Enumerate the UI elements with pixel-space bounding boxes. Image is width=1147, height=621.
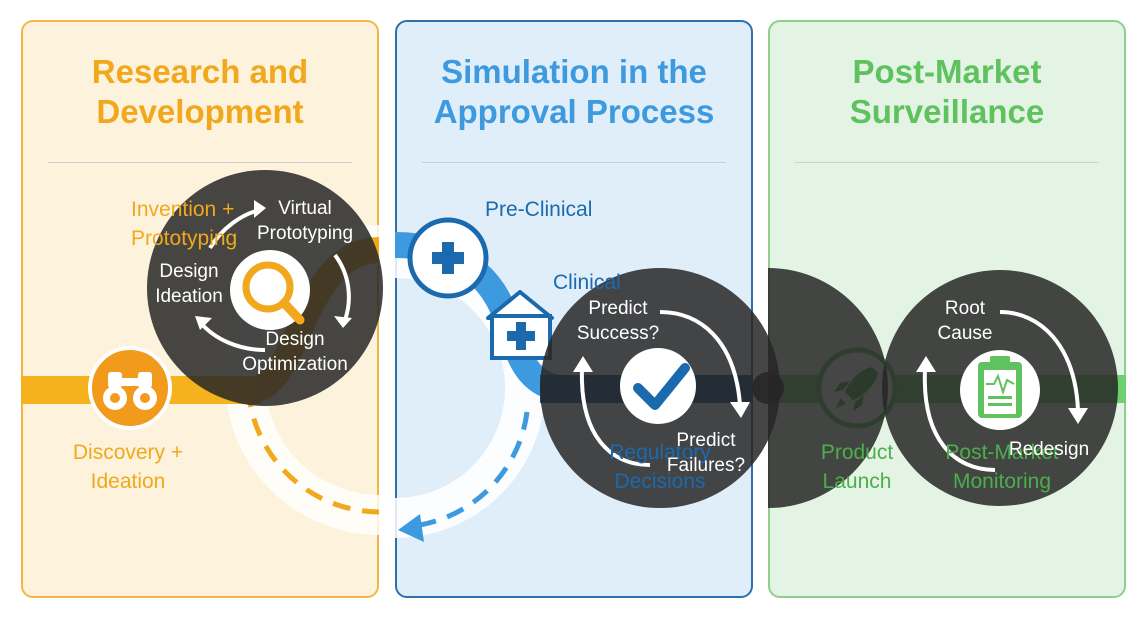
rd-cycle: [147, 170, 383, 406]
cycle-redesign: Redesign: [1008, 439, 1090, 460]
cycle-arrow-icon: [579, 310, 742, 467]
postmarket-cycle: [752, 268, 1118, 508]
magnifier-icon: [242, 261, 305, 325]
checkmark-icon: [633, 363, 690, 410]
cycle-arrow-icon: [922, 310, 1080, 472]
approval-cycle-edge: [768, 268, 888, 508]
medical-cross-icon: [432, 242, 464, 274]
hospital-icon: [486, 290, 554, 360]
rd-divider: [48, 162, 352, 163]
stage-clinical-label: Clinical: [553, 271, 621, 294]
approval-arrowhead: [398, 514, 424, 542]
approval-cycle: [540, 268, 780, 508]
checkmark-icon-badge: [620, 348, 696, 424]
binoculars-icon-badge: [88, 346, 172, 430]
cycle-arrowheads: [573, 356, 750, 418]
clipboard-icon: [978, 356, 1022, 418]
cycle-arrowheads: [195, 200, 352, 330]
approval-divider: [422, 162, 726, 163]
stage-preclinical-label: Pre-Clinical: [485, 198, 593, 221]
cycle-arrowheads: [916, 356, 1088, 424]
approval-flow-ring: [395, 238, 545, 538]
stage-invention-label: Invention +Prototyping: [131, 198, 238, 250]
binoculars-icon: [103, 372, 157, 410]
rd-dashed-path: [245, 379, 379, 515]
stage-discovery-label: Discovery +Ideation: [72, 441, 184, 493]
postmarket-divider: [795, 162, 1099, 163]
